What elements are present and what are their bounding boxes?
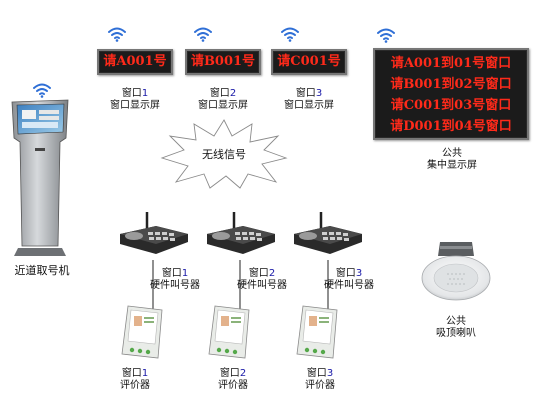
window-display-label-3: 窗口3 窗口显示屏	[284, 88, 334, 111]
caller-device-2	[205, 208, 277, 256]
window-display-3: 请C001号	[271, 49, 347, 75]
wireless-signal-burst	[160, 118, 288, 190]
evaluator-device-2	[207, 304, 253, 360]
central-display-line: 请D001到04号窗口	[390, 119, 512, 134]
caller-device-3	[292, 208, 364, 256]
evaluator-device-3	[295, 304, 341, 360]
wifi-icon	[376, 27, 396, 43]
speaker-label: 公共 吸顶喇叭	[436, 316, 476, 339]
caller-device-1	[118, 208, 190, 256]
evaluator-label-1: 窗口1 评价器	[120, 368, 150, 391]
caller-label-2: 窗口2 硬件叫号器	[237, 268, 287, 291]
wifi-icon	[193, 26, 213, 42]
caller-label-1: 窗口1 硬件叫号器	[150, 268, 200, 291]
evaluator-label-3: 窗口3 评价器	[305, 368, 335, 391]
window-display-1: 请A001号	[97, 49, 173, 75]
central-display-line: 请A001到01号窗口	[390, 56, 512, 71]
central-display-line: 请C001到03号窗口	[390, 98, 512, 113]
kiosk-label: 近道取号机	[14, 264, 70, 277]
window-display-label-1: 窗口1 窗口显示屏	[110, 88, 160, 111]
wifi-icon	[107, 26, 127, 42]
window-display-label-2: 窗口2 窗口显示屏	[198, 88, 248, 111]
wireless-signal-label: 无线信号	[202, 148, 246, 161]
central-display: 请A001到01号窗口 请B001到02号窗口 请C001到03号窗口 请D00…	[373, 48, 529, 140]
wifi-icon	[32, 82, 52, 98]
central-display-line: 请B001到02号窗口	[390, 77, 512, 92]
evaluator-label-2: 窗口2 评价器	[218, 368, 248, 391]
window-display-2: 请B001号	[185, 49, 261, 75]
evaluator-device-1	[120, 304, 166, 360]
ticket-kiosk	[6, 98, 74, 258]
central-display-label: 公共 集中显示屏	[427, 148, 477, 171]
wifi-icon	[280, 26, 300, 42]
ceiling-speaker	[420, 238, 492, 304]
caller-label-3: 窗口3 硬件叫号器	[324, 268, 374, 291]
